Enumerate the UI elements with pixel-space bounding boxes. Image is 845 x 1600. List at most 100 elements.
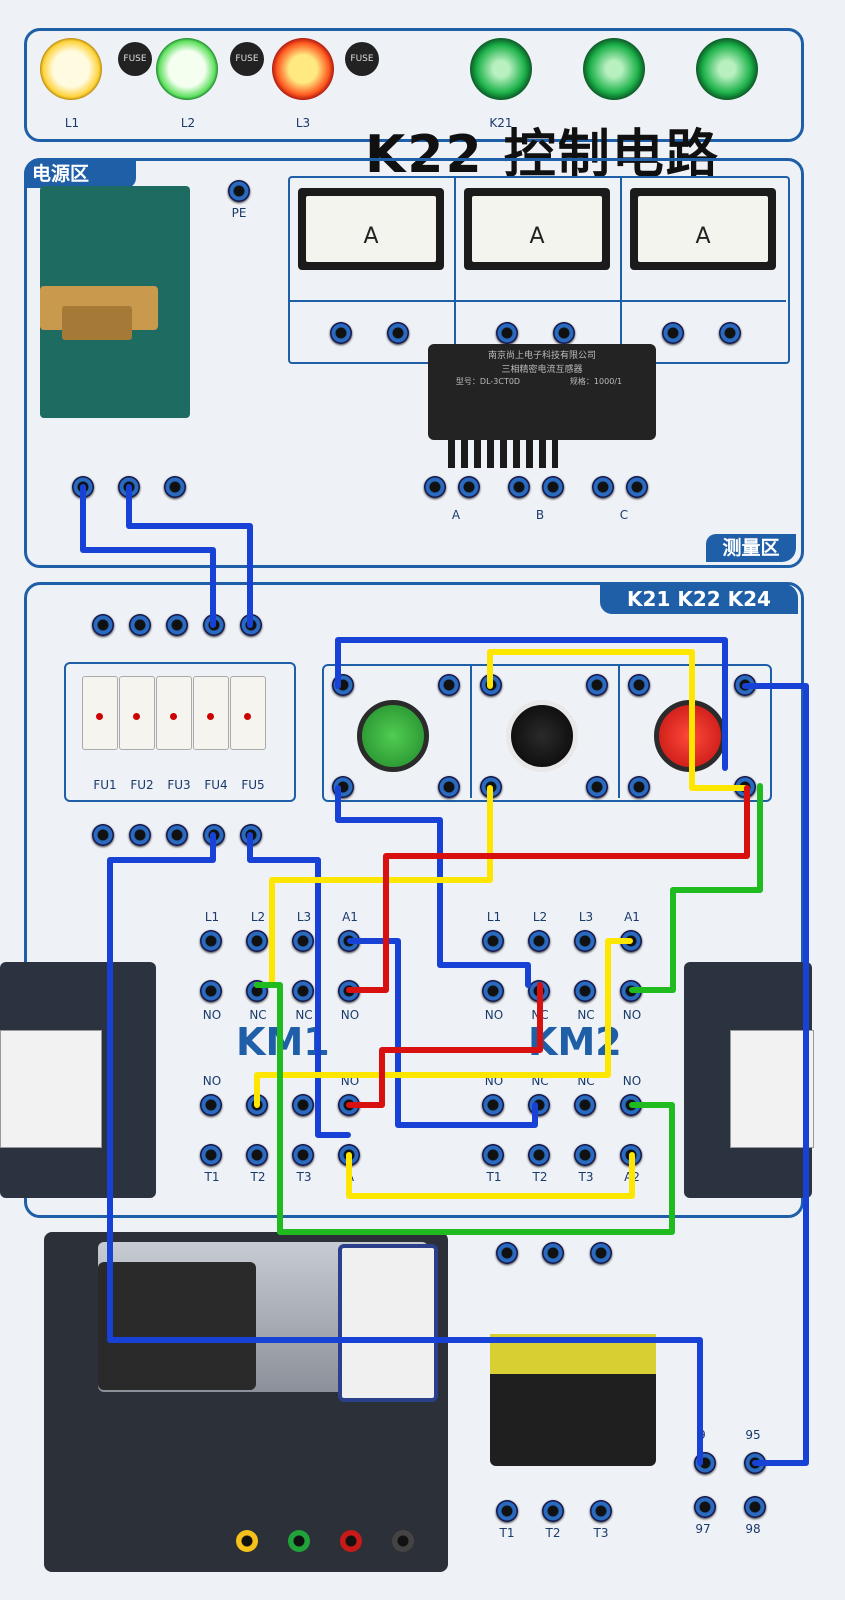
relay-in-jack-3[interactable]	[590, 1242, 612, 1264]
fuse-in-jack-3[interactable]	[166, 614, 188, 636]
motor-jack-green[interactable]	[288, 1530, 310, 1552]
ammeter-3: A	[630, 188, 776, 270]
ct-maker: 南京尚上电子科技有限公司	[487, 351, 596, 361]
fuse-holder-fu2[interactable]	[119, 676, 155, 750]
meter-jack-4[interactable]	[553, 322, 575, 344]
pb3-jack-tl[interactable]	[628, 674, 650, 696]
ct-jack-c2[interactable]	[626, 476, 648, 498]
lamp-k22	[583, 38, 645, 100]
ammeter-1: A	[298, 188, 444, 270]
pb2-jack-br[interactable]	[586, 776, 608, 798]
pb2-jack-tr[interactable]	[586, 674, 608, 696]
fuse-out-jack-2[interactable]	[129, 824, 151, 846]
ct-jack-c1[interactable]	[592, 476, 614, 498]
overload-label-97: 97	[695, 1522, 711, 1536]
km1-bot-t3: T3	[296, 1170, 312, 1184]
km2-jack-r4c1[interactable]	[482, 1144, 504, 1166]
meter-divider-h	[288, 300, 786, 302]
km2-jack-r4c2[interactable]	[528, 1144, 550, 1166]
km2-bot-t2: T2	[532, 1170, 548, 1184]
fuse-in-jack-2[interactable]	[129, 614, 151, 636]
km2-jack-r2c1[interactable]	[482, 980, 504, 1002]
relay-out-jack-t1[interactable]	[496, 1500, 518, 1522]
pb3-jack-bl[interactable]	[628, 776, 650, 798]
meter-jack-3[interactable]	[496, 322, 518, 344]
km2-jack-r1c1[interactable]	[482, 930, 504, 952]
km1-low-1: NO	[202, 1074, 222, 1088]
km2-jack-r4c3[interactable]	[574, 1144, 596, 1166]
km1-jack-r2c1[interactable]	[200, 980, 222, 1002]
wire-blue-fuse-km	[247, 832, 351, 1138]
start-button-green[interactable]	[357, 700, 429, 772]
km2-jack-r1c3[interactable]	[574, 930, 596, 952]
fuse-holder-fu4[interactable]	[193, 676, 229, 750]
fuse-holder-fu5[interactable]	[230, 676, 266, 750]
ct-jack-a2[interactable]	[458, 476, 480, 498]
wire-blue-pb-km2	[335, 785, 531, 988]
km2-top-l3: L3	[578, 910, 594, 924]
pushbutton-frame	[322, 664, 772, 802]
pb1-jack-br[interactable]	[438, 776, 460, 798]
km1-jack-r3c1[interactable]	[200, 1094, 222, 1116]
motor-jack-yellow[interactable]	[236, 1530, 258, 1552]
km2-jack-r2c3[interactable]	[574, 980, 596, 1002]
km1-jack-r3c3[interactable]	[292, 1094, 314, 1116]
km1-jack-r4c1[interactable]	[200, 1144, 222, 1166]
km1-jack-r4c3[interactable]	[292, 1144, 314, 1166]
section-power-tag: 电源区	[24, 160, 136, 188]
wire-blue-km1-km2	[347, 938, 538, 1128]
km2-jack-r3c1[interactable]	[482, 1094, 504, 1116]
km1-jack-r1c1[interactable]	[200, 930, 222, 952]
meter-jack-5[interactable]	[662, 322, 684, 344]
button-black[interactable]	[506, 700, 578, 772]
km1-mid-1: NO	[202, 1008, 222, 1022]
fuse-holder-fu3[interactable]	[156, 676, 192, 750]
relay-out-jack-t3[interactable]	[590, 1500, 612, 1522]
fuse-cap-2[interactable]: FUSE	[230, 42, 264, 76]
wire-red-km1-pb	[346, 785, 750, 993]
meter-jack-1[interactable]	[330, 322, 352, 344]
fuse-in-jack-1[interactable]	[92, 614, 114, 636]
ct-jack-b1[interactable]	[508, 476, 530, 498]
km1-jack-r1c3[interactable]	[292, 930, 314, 952]
overload-jack-98[interactable]	[744, 1496, 766, 1518]
overload-jack-97[interactable]	[694, 1496, 716, 1518]
motor-jack-black[interactable]	[392, 1530, 414, 1552]
ct-name: 三相精密电流互感器	[501, 365, 583, 375]
ct-model: 型号：DL-3CT0D	[455, 377, 521, 386]
km2-jack-r3c3[interactable]	[574, 1094, 596, 1116]
relay-in-jack-1[interactable]	[496, 1242, 518, 1264]
contactor-km1-face	[0, 1030, 102, 1148]
km1-jack-r4c2[interactable]	[246, 1144, 268, 1166]
lamp-label-k21: K21	[489, 116, 513, 130]
motor-jack-red[interactable]	[340, 1530, 362, 1552]
fuse-cap-3[interactable]: FUSE	[345, 42, 379, 76]
relay-out-jack-t2[interactable]	[542, 1500, 564, 1522]
pe-jack[interactable]	[228, 180, 250, 202]
pb1-jack-tr[interactable]	[438, 674, 460, 696]
fuse-out-jack-1[interactable]	[92, 824, 114, 846]
ammeter-2: A	[464, 188, 610, 270]
wire-red-km1-km2	[346, 982, 543, 1108]
km1-jack-r2c3[interactable]	[292, 980, 314, 1002]
wire-green-km2-km1	[254, 982, 675, 1235]
meter-jack-6[interactable]	[719, 322, 741, 344]
km2-mid-3: NC	[577, 1008, 595, 1022]
overload-label-98: 98	[745, 1522, 761, 1536]
km1-jack-r1c2[interactable]	[246, 930, 268, 952]
meter-jack-2[interactable]	[387, 322, 409, 344]
ct-jack-b2[interactable]	[542, 476, 564, 498]
control-panel	[24, 582, 804, 1218]
km2-jack-r1c2[interactable]	[528, 930, 550, 952]
breaker-out-jack-3[interactable]	[164, 476, 186, 498]
fuse-out-jack-3[interactable]	[166, 824, 188, 846]
relay-in-jack-2[interactable]	[542, 1242, 564, 1264]
ct-jack-a1[interactable]	[424, 476, 446, 498]
km1-bot-t2: T2	[250, 1170, 266, 1184]
km1-bot-t1: T1	[204, 1170, 220, 1184]
km1-top-l2: L2	[250, 910, 266, 924]
km2-mid-1: NO	[484, 1008, 504, 1022]
fuse-holder-fu1[interactable]	[82, 676, 118, 750]
fuse-cap-1[interactable]: FUSE	[118, 42, 152, 76]
